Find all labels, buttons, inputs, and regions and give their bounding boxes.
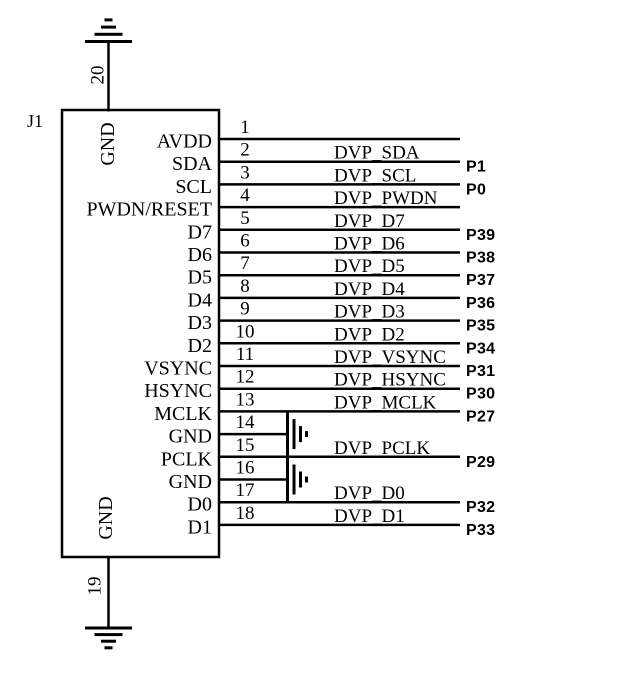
pin-name-12: HSYNC	[144, 380, 212, 402]
pin-name-1: AVDD	[157, 131, 212, 153]
port-label-P1: P1	[466, 159, 486, 176]
net-label-DVP_PCLK: DVP_PCLK	[334, 438, 430, 459]
pin-name-3: SCL	[175, 176, 212, 198]
pin-name-4: PWDN/RESET	[86, 199, 212, 221]
connector-box	[60, 108, 221, 559]
wires-layer	[107, 41, 460, 628]
pin-name-13: MCLK	[154, 403, 212, 425]
net-label-DVP_MCLK: DVP_MCLK	[334, 392, 437, 413]
port-label-P37: P37	[466, 272, 495, 289]
pin-name-19: GND	[95, 496, 117, 539]
pin-number-18: 18	[236, 503, 255, 524]
net-label-DVP_D3: DVP_D3	[334, 302, 405, 323]
net-label-DVP_D5: DVP_D5	[334, 256, 405, 277]
port-label-P32: P32	[466, 499, 495, 516]
port-label-P0: P0	[466, 181, 486, 198]
pin-number-20: 20	[88, 66, 109, 85]
net-label-DVP_D4: DVP_D4	[334, 279, 405, 300]
connector-designator: J1	[27, 111, 43, 131]
pin-number-3: 3	[240, 162, 250, 183]
pin-name-14: GND	[169, 426, 212, 448]
pin-name-5: D7	[188, 221, 212, 243]
earth-ground-pin16-icon	[286, 457, 308, 502]
port-label-P35: P35	[466, 318, 495, 335]
pin-name-17: D0	[188, 494, 212, 516]
pin-name-18: D1	[188, 516, 212, 538]
pin-number-1: 1	[240, 117, 250, 138]
net-label-DVP_D2: DVP_D2	[334, 324, 405, 345]
pin-number-16: 16	[236, 458, 255, 479]
pin-number-9: 9	[240, 299, 250, 320]
net-label-DVP_PWDN: DVP_PWDN	[334, 188, 438, 209]
pin-name-16: GND	[169, 471, 212, 493]
earth-ground-pin14-icon	[286, 411, 308, 457]
pin-number-5: 5	[240, 208, 250, 229]
pin-number-2: 2	[240, 140, 250, 161]
port-label-P31: P31	[466, 363, 495, 380]
net-label-DVP_SDA: DVP_SDA	[334, 143, 420, 164]
port-label-P27: P27	[466, 408, 495, 425]
pin-number-7: 7	[240, 253, 250, 274]
net-label-DVP_D0: DVP_D0	[334, 483, 405, 504]
pin-name-11: VSYNC	[144, 358, 212, 380]
earth-ground-bottom-icon	[85, 626, 132, 650]
pin-number-15: 15	[236, 435, 255, 456]
net-label-DVP_D7: DVP_D7	[334, 211, 405, 232]
pin-number-14: 14	[236, 412, 256, 433]
net-label-DVP_VSYNC: DVP_VSYNC	[334, 347, 446, 368]
pin-number-6: 6	[240, 231, 250, 252]
pin-name-20: GND	[97, 122, 119, 165]
net-label-DVP_SCL: DVP_SCL	[334, 165, 416, 186]
pin-number-10: 10	[236, 321, 255, 342]
pin-number-13: 13	[236, 389, 255, 410]
net-label-DVP_D1: DVP_D1	[334, 506, 405, 527]
port-label-P33: P33	[466, 522, 495, 539]
pin-name-15: PCLK	[161, 448, 213, 470]
pin-name-9: D3	[188, 312, 212, 334]
pin-number-19: 19	[85, 577, 106, 596]
grounds-layer	[85, 18, 308, 650]
port-label-P38: P38	[466, 250, 495, 267]
pin-number-17: 17	[236, 480, 255, 501]
pin-name-10: D2	[188, 335, 212, 357]
pin-name-2: SDA	[172, 153, 213, 175]
pin-number-11: 11	[236, 344, 254, 365]
port-label-P36: P36	[466, 295, 495, 312]
pin-name-8: D4	[188, 289, 212, 311]
pin-name-6: D6	[188, 244, 212, 266]
earth-ground-top-icon	[85, 18, 132, 43]
pin-number-4: 4	[240, 185, 250, 206]
pin-number-8: 8	[240, 276, 250, 297]
port-label-P29: P29	[466, 454, 495, 471]
port-label-P30: P30	[466, 386, 495, 403]
pin-name-7: D5	[188, 267, 212, 289]
pin-number-12: 12	[236, 367, 255, 388]
net-label-DVP_D6: DVP_D6	[334, 234, 405, 255]
net-label-DVP_HSYNC: DVP_HSYNC	[334, 370, 446, 391]
port-label-P34: P34	[466, 340, 495, 357]
port-label-P39: P39	[466, 227, 495, 244]
